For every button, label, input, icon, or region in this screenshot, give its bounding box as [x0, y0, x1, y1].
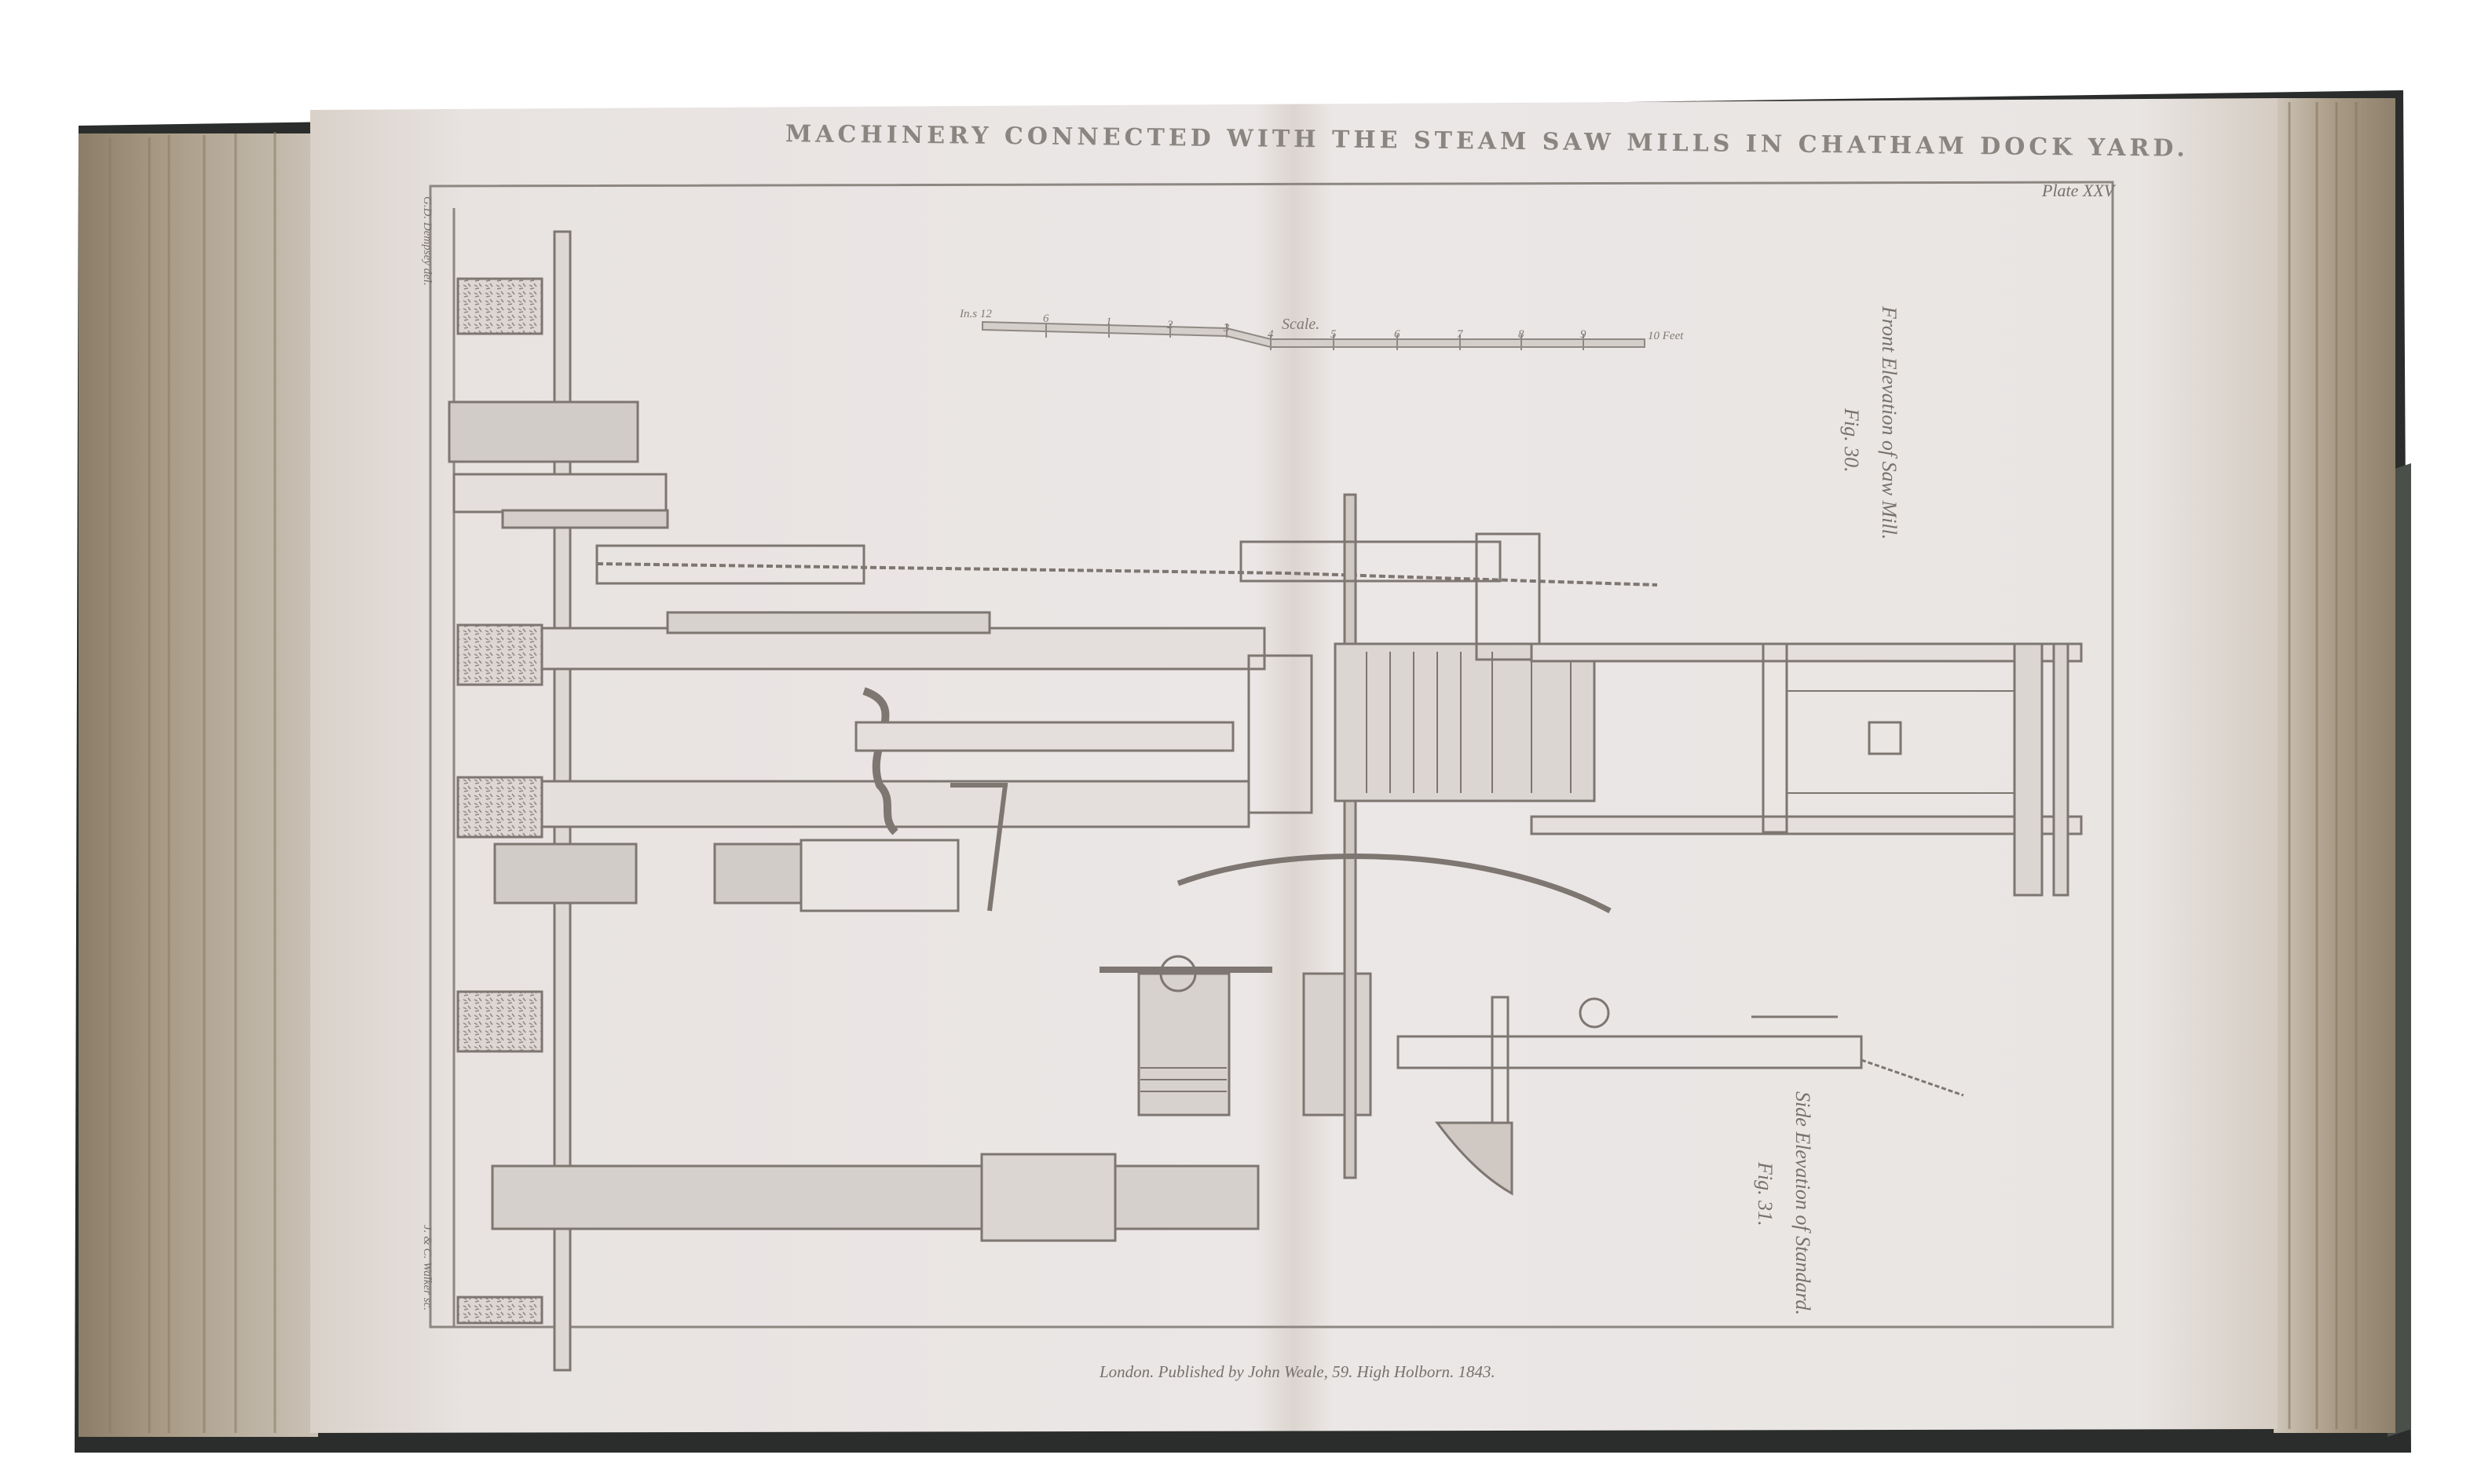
scale-tick-label: 8 — [1518, 328, 1524, 341]
left-page-edges — [79, 133, 318, 1437]
engraver-credit: J. & C. Walker sc. — [421, 1225, 434, 1311]
scale-tick-label: 5 — [1330, 328, 1337, 341]
scale-title: Scale. — [1282, 316, 1320, 333]
scale-tick-label: 3 — [1224, 322, 1230, 334]
scale-start-label: In.s 12 — [960, 308, 992, 320]
chain — [596, 562, 1658, 587]
lower-pulley — [493, 843, 638, 905]
standard-rail — [1530, 642, 2083, 663]
connecting-rod — [854, 721, 1235, 752]
plate-number: Plate XXV — [2042, 181, 2115, 200]
figure-number: Fig. 30. — [1840, 408, 1863, 473]
lower-pulley — [713, 843, 803, 905]
winding-drum — [1137, 972, 1231, 1117]
saw-bench — [666, 611, 991, 634]
crank-arm — [862, 687, 898, 835]
right-page-edges — [2274, 98, 2395, 1433]
scale-tick-label: 6 — [1394, 328, 1400, 341]
stone-block — [456, 623, 543, 686]
pulley-wheel — [448, 400, 639, 463]
stone-block — [456, 277, 543, 335]
stone-block — [456, 1296, 543, 1325]
scale-tick-label: 7 — [1457, 328, 1463, 341]
stone-block — [456, 990, 543, 1053]
publisher-line: London. Published by John Weale, 59. Hig… — [1100, 1362, 1495, 1381]
standard-post — [2013, 642, 2044, 897]
draughtsman-credit: G.D. Dempsey del. — [421, 196, 434, 286]
scale-tick-label: 9 — [1580, 328, 1586, 341]
scale-tick-label: 4 — [1268, 328, 1274, 341]
side-elevation-drawing — [1396, 996, 1964, 1196]
machinery-drawing — [448, 230, 2083, 1372]
bracket — [1434, 1121, 1513, 1196]
scale-tick-label: 1 — [1106, 316, 1112, 328]
flywheel — [491, 1164, 1260, 1230]
figure-caption: Front Elevation of Saw Mill. — [1878, 306, 1901, 540]
scale-end-label: 10 Feet — [1648, 330, 1684, 342]
winding-drum — [1302, 972, 1372, 1117]
scale-tick-label: 2 — [1167, 319, 1173, 331]
scale-tick-label: 6 — [1043, 313, 1049, 325]
figure-caption: Side Elevation of Standard. — [1791, 1091, 1814, 1315]
standard-rail — [1530, 815, 2083, 835]
saw-frame — [1334, 642, 1596, 802]
stone-block — [456, 776, 543, 839]
figure-number: Fig. 31. — [1754, 1162, 1777, 1226]
saw-frame-top — [1239, 540, 1502, 583]
beam — [452, 473, 668, 514]
scale-bar — [982, 320, 1645, 350]
plate-border — [429, 181, 2114, 1329]
main-beam — [540, 780, 1250, 828]
main-beam — [540, 627, 1266, 671]
open-pages — [310, 98, 2278, 1433]
central-mast — [1343, 493, 1357, 1179]
spring — [1176, 853, 1612, 914]
